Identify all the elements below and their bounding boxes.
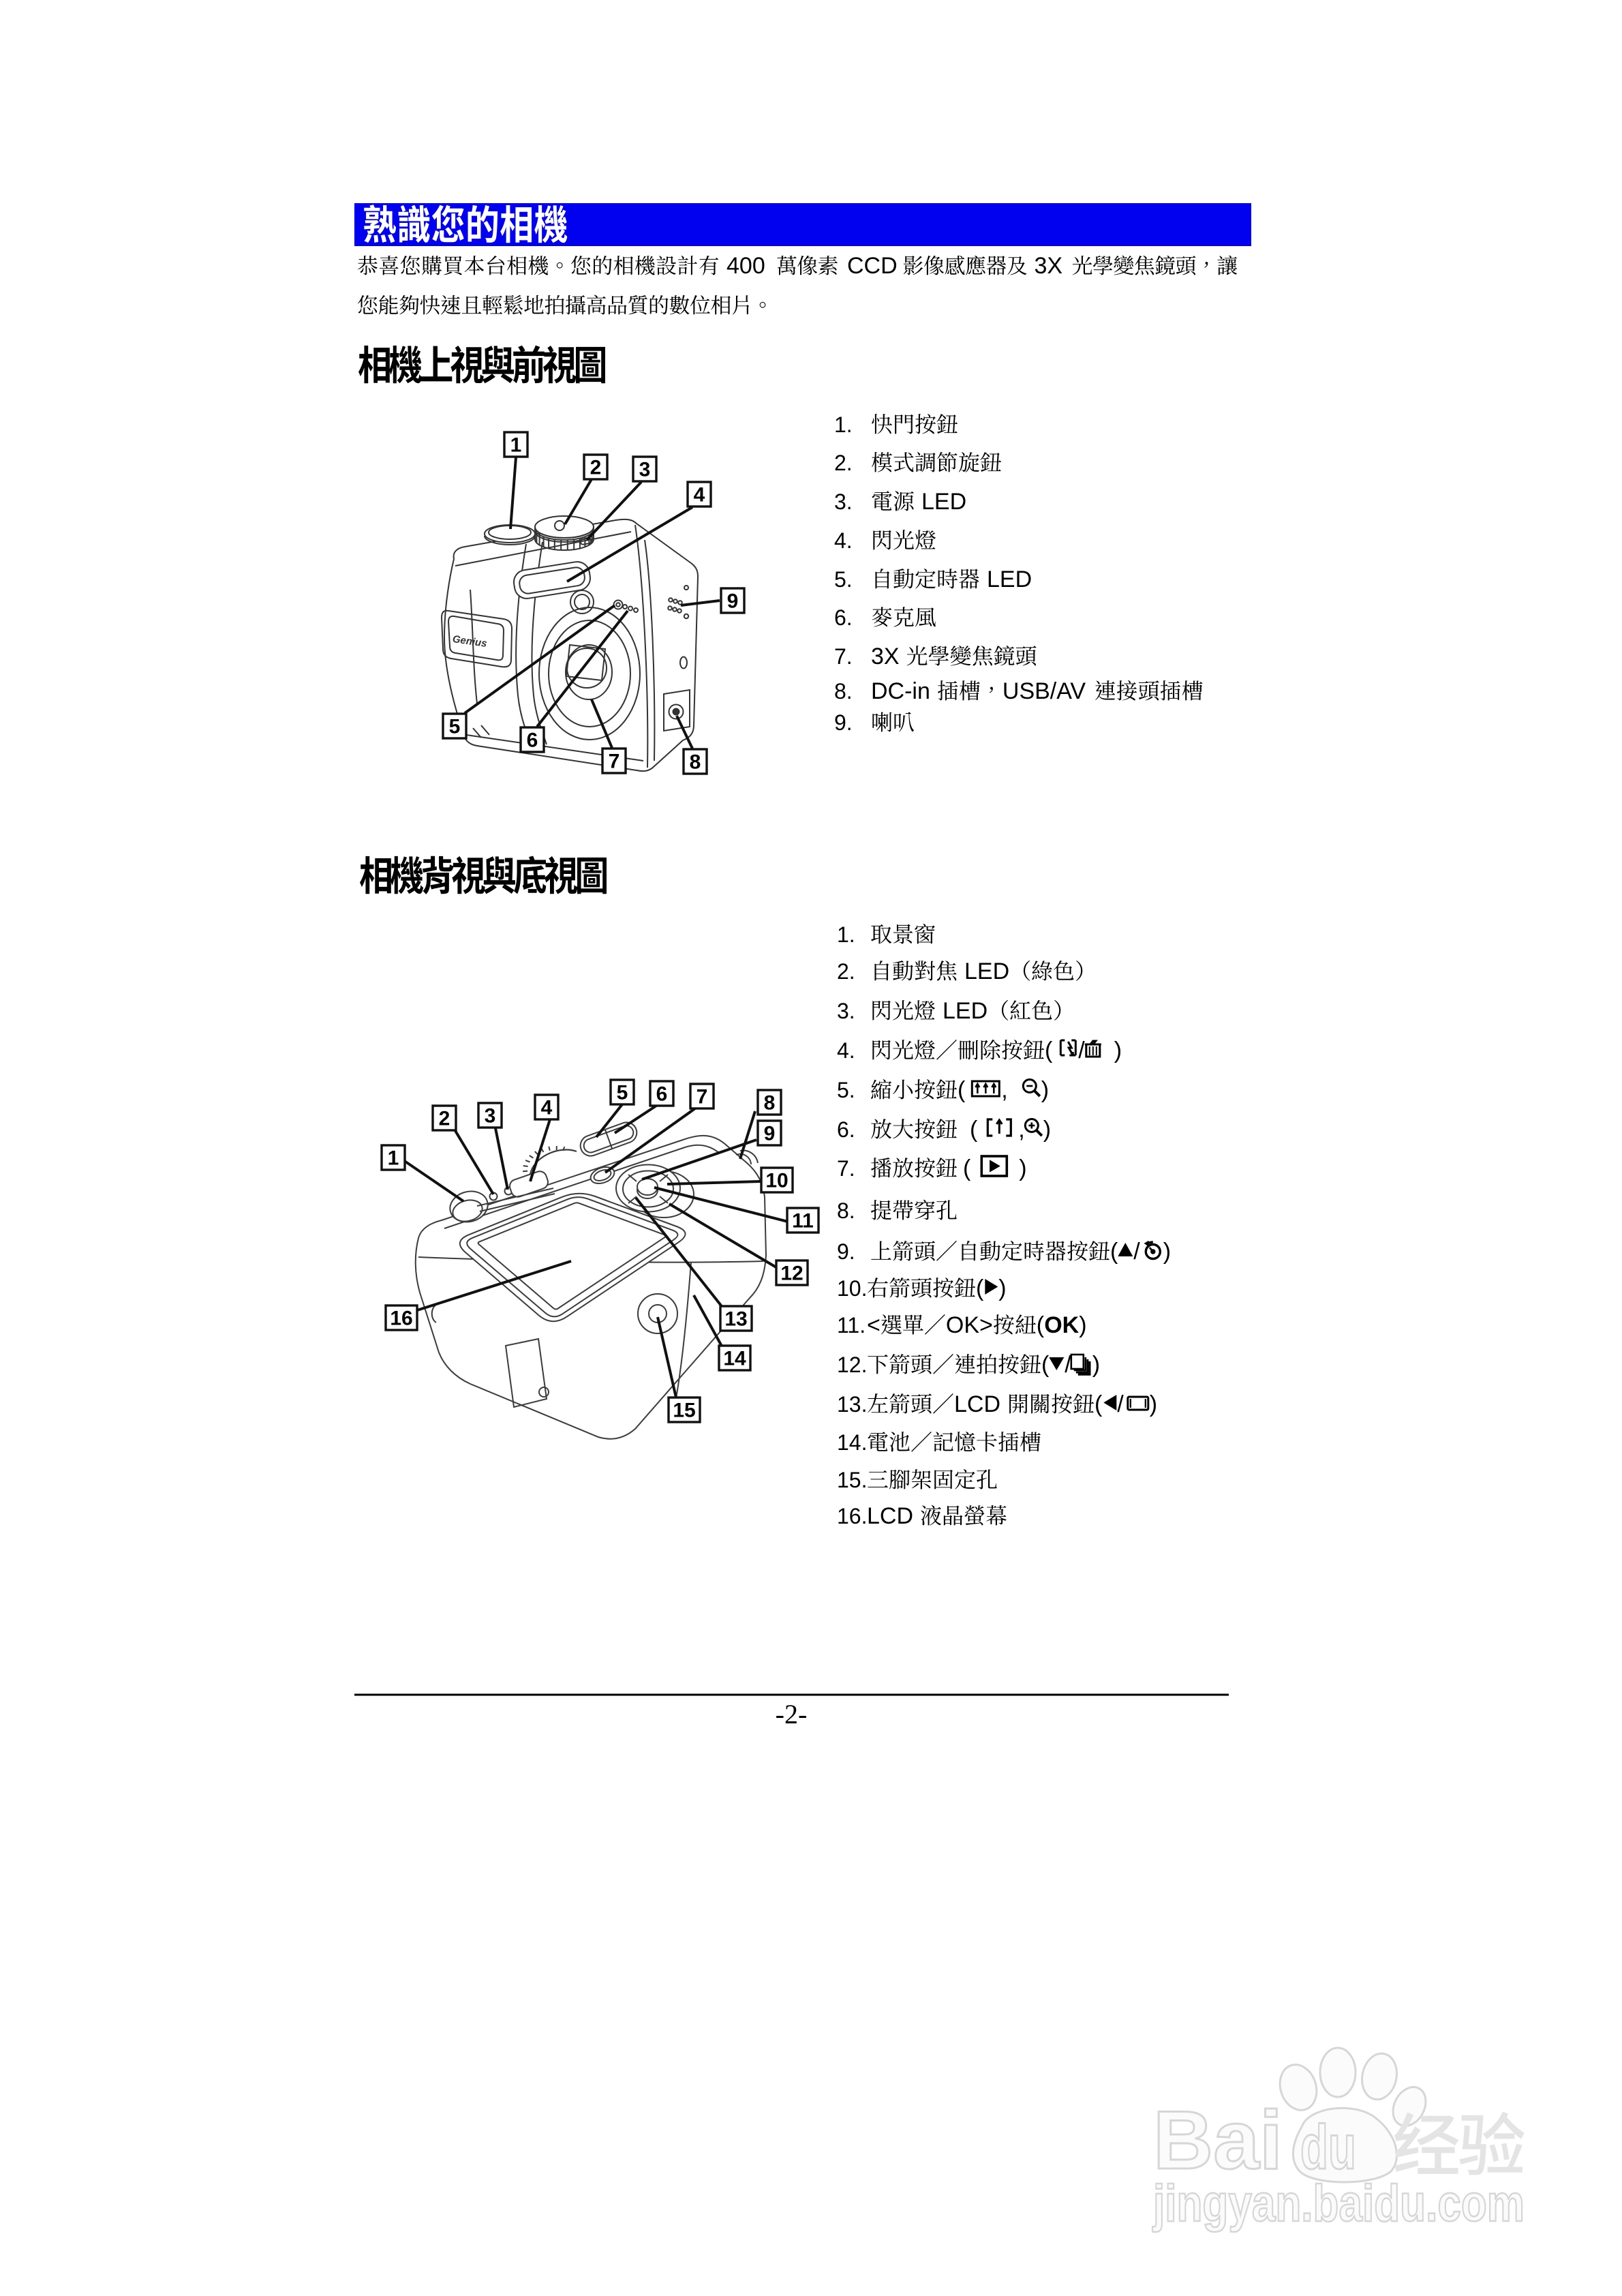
svg-text:(: ( [976,1275,984,1301]
svg-text:3: 3 [639,459,651,481]
svg-text:2: 2 [439,1108,450,1130]
svg-text:): ) [1079,1312,1086,1338]
svg-text:(: ( [963,1155,971,1181]
svg-text:3.: 3. [834,489,853,514]
svg-text:): ) [1150,1391,1157,1417]
svg-text:14.: 14. [837,1430,867,1455]
svg-text:): ) [1163,1239,1171,1265]
svg-text:1.: 1. [834,412,853,437]
svg-text:LED: LED [921,489,966,515]
svg-text:): ) [998,1275,1006,1301]
svg-text:13: 13 [724,1308,747,1331]
svg-text:5: 5 [617,1082,628,1104]
svg-text:15: 15 [673,1400,695,1422]
svg-text:9: 9 [764,1123,776,1145]
svg-text:,: , [1001,1077,1007,1103]
svg-text:7.: 7. [834,644,853,669]
svg-text:LCD: LCD [867,1503,913,1529]
svg-text:4.: 4. [834,528,853,553]
svg-text:6: 6 [656,1083,668,1106]
svg-text:OK: OK [1044,1312,1079,1338]
svg-text:(: ( [1041,1352,1050,1378]
svg-text:(: ( [1037,1312,1045,1338]
svg-text:OK>: OK> [946,1312,993,1338]
svg-text:11: 11 [792,1210,814,1233]
svg-text:8.: 8. [837,1198,855,1223]
svg-text:3X: 3X [1035,253,1063,279]
svg-text:3: 3 [485,1105,496,1128]
svg-text:15.: 15. [837,1468,867,1492]
svg-text:1: 1 [388,1147,399,1170]
svg-text:/: / [1078,1038,1085,1063]
svg-text:4.: 4. [837,1038,855,1063]
svg-text:2: 2 [590,457,602,479]
svg-text:5.: 5. [837,1078,855,1102]
svg-text:): ) [1114,1038,1122,1063]
svg-text:du: du [1300,2113,1356,2182]
svg-text:LED: LED [964,958,1009,984]
svg-text:LED: LED [943,998,988,1024]
svg-text:6.: 6. [837,1117,855,1142]
svg-text:5.: 5. [834,567,853,592]
svg-text:9.: 9. [837,1239,855,1264]
svg-text:Genius: Genius [452,633,488,650]
svg-text:16.: 16. [837,1504,867,1528]
svg-text:10.: 10. [837,1276,867,1301]
svg-text:2.: 2. [837,959,855,984]
svg-text:/: / [1133,1239,1140,1265]
svg-text:): ) [1092,1352,1100,1378]
svg-text:7: 7 [697,1086,708,1108]
svg-text:LED: LED [987,567,1032,592]
svg-text:8.: 8. [834,679,853,704]
svg-text:(: ( [1095,1391,1103,1417]
svg-text:4: 4 [694,484,705,507]
svg-text:9: 9 [727,590,739,613]
svg-text:2.: 2. [834,451,853,475]
svg-text:16: 16 [390,1308,412,1330]
svg-text:400: 400 [726,253,765,279]
svg-text:CCD: CCD [847,253,898,279]
svg-text:3X: 3X [871,644,900,669]
svg-text:12: 12 [780,1263,803,1285]
svg-text:11.: 11. [837,1313,866,1338]
svg-text:): ) [1041,1077,1049,1103]
svg-text:/: / [1065,1352,1071,1378]
svg-text:(: ( [970,1117,978,1143]
svg-text:Bai: Bai [1153,2094,1283,2186]
svg-text:(: ( [1110,1239,1118,1265]
svg-text:6.: 6. [834,605,853,630]
svg-text:LCD: LCD [954,1391,1000,1417]
svg-text:6: 6 [527,729,538,752]
svg-text:<: < [867,1312,881,1338]
svg-text:,: , [1018,1117,1024,1143]
svg-text:): ) [1043,1117,1051,1143]
svg-text:3.: 3. [837,999,855,1023]
svg-text:(: ( [958,1077,966,1103]
svg-text:jingyan.baidu.com: jingyan.baidu.com [1152,2175,1525,2233]
svg-text:12.: 12. [837,1353,867,1377]
svg-text:4: 4 [541,1097,553,1119]
svg-text:7.: 7. [837,1156,855,1181]
svg-text:/: / [1117,1391,1124,1417]
svg-text:9.: 9. [834,710,853,735]
svg-text:USB/AV: USB/AV [1003,678,1086,704]
svg-text:7: 7 [609,751,620,773]
svg-text:5: 5 [449,716,461,738]
svg-text:13.: 13. [837,1392,867,1417]
svg-text:): ) [1019,1155,1026,1181]
svg-text:(: ( [1045,1038,1053,1063]
svg-text:DC-in: DC-in [871,678,930,704]
svg-text:8: 8 [764,1092,776,1115]
svg-text:1: 1 [510,434,522,457]
svg-text:8: 8 [690,751,701,774]
svg-text:-2-: -2- [776,1699,808,1729]
svg-text:1.: 1. [837,922,855,947]
svg-text:14: 14 [723,1348,746,1370]
svg-text:10: 10 [765,1170,788,1192]
